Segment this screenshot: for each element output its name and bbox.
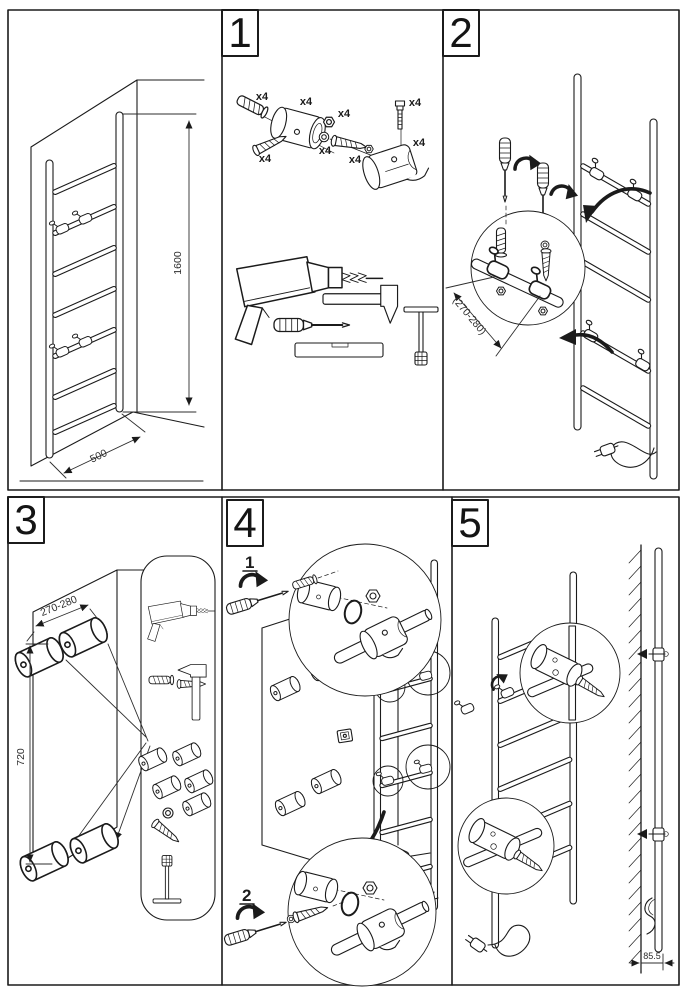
bracket-detail [463,816,545,875]
washer-part [540,240,550,250]
saddle-clamp-part [362,144,430,190]
washer-part [162,807,174,819]
hammer-tool [322,284,399,324]
height-dimension: 1600 [122,113,197,413]
ladder [573,73,658,480]
fixing-point [637,827,669,842]
stud-nut-part [364,144,374,154]
panel-number-boxes: 1 2 3 4 5 [7,9,489,547]
panel-overview: 1600 500 [19,79,205,482]
rung-bracket [453,695,476,717]
power-cord [463,924,531,957]
panel-step5: 85.5 [453,544,675,974]
rail-side-view [654,547,663,953]
panel-number-1: 1 [221,9,259,57]
substep-1-label: 1 [245,553,254,572]
substep-2-label: 2 [242,886,251,905]
screwdriver-tool [222,916,289,948]
highlight-circle [405,744,451,790]
washer-part [318,131,330,143]
panel-step4: 1 2 [222,543,451,987]
spacing-dimension-label: 270-280 [39,593,79,619]
panel-number-label: 3 [14,496,37,543]
qty-label: x4 [349,154,362,166]
power-plug [463,932,491,956]
height-dimension-label: 1600 [172,251,184,275]
wall-plug-part [148,674,175,686]
detail-circle [287,837,437,987]
panel-number-3: 3 [7,496,45,544]
panel-step3: 270-280 720 [11,555,216,921]
mount-cylinder-part [270,106,326,150]
detail-circle [288,543,442,697]
detail-rung-brackets [470,205,564,316]
panel-number-label: 5 [458,499,481,546]
panel-number-4: 4 [226,499,264,547]
panel-grid [7,9,680,986]
side-view: 85.5 [628,544,675,974]
wall-bracket [66,820,123,867]
socket-wrench-tool [403,306,439,366]
bracket-detail [527,625,607,721]
offset-dimension: 85.5 [629,951,675,971]
width-dimension-label: 500 [88,447,109,466]
wall-bracket [308,767,344,796]
panel-number-2: 2 [442,9,480,57]
panel-step1: x4 x4 x4 x4 x4 x4 x4 x4 [234,91,439,366]
panel-number-label: 2 [449,9,472,56]
screwdriver-tool [498,137,512,203]
height-dimension: 720 [15,643,53,865]
power-cord [593,440,657,468]
screwdriver-tool [273,317,351,333]
qty-label: x4 [338,108,351,120]
spirit-level-tool [294,342,384,358]
stud-part [329,134,369,154]
qty-label: x4 [409,97,422,109]
qty-label: x4 [319,145,332,157]
screwdriver-tool [224,585,291,617]
fixing-point [637,647,669,662]
wall-bracket [272,789,308,818]
hex-screw-part [394,100,406,130]
wall-bracket [55,614,112,661]
qty-label: x4 [259,153,272,165]
highlight-circle [372,765,404,797]
panel-number-label: 1 [228,9,251,56]
panel-number-5: 5 [451,499,489,547]
rotate-arrow [235,901,267,922]
wall-bracket [16,838,73,885]
qty-label: x4 [256,91,269,103]
qty-label: x4 [413,137,426,149]
cord-hook-side [644,897,656,935]
panel-number-label: 4 [233,499,256,546]
rotate-arrow [238,569,270,590]
height-dimension-label: 720 [15,748,27,766]
wall-outlet [336,728,354,744]
wall-hatching [628,549,642,964]
qty-label: x4 [300,96,313,108]
nut-part [496,286,506,296]
wall-bracket [267,674,303,703]
towel-rail-ladder [45,111,124,459]
wall-bracket [11,634,68,681]
offset-dimension-label: 85.5 [643,951,661,961]
width-dimension: 500 [49,413,146,479]
leader-lines [65,643,151,848]
nut-part [538,306,548,316]
nut-part [322,116,336,128]
panel-step2: (270-280) [445,73,658,480]
